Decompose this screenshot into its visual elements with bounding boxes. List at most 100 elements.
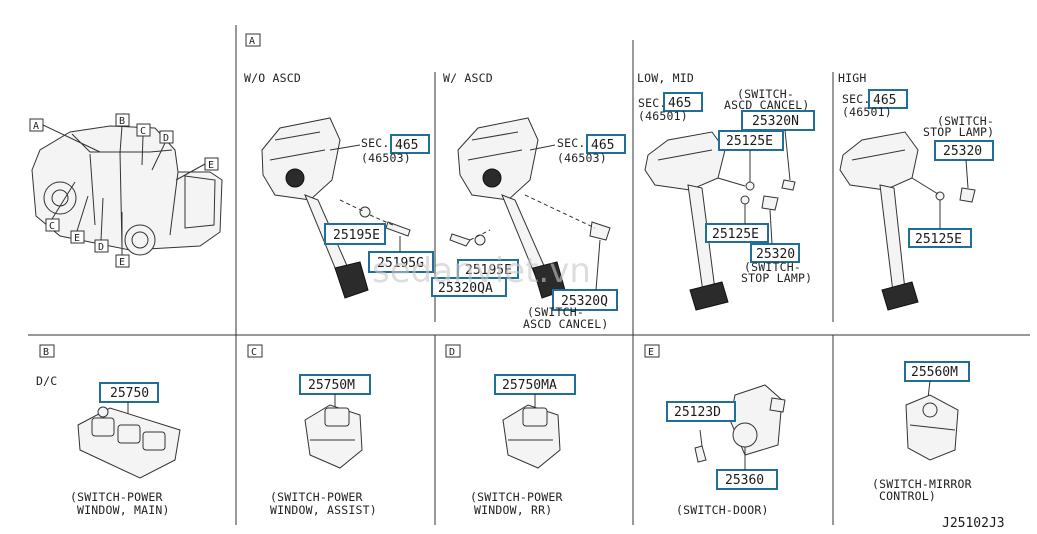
part-25320q-w: 25320Q <box>552 239 618 311</box>
part-25195e-w: 25195E <box>457 259 519 279</box>
svg-text:(46503): (46503) <box>557 151 607 165</box>
svg-text:C: C <box>49 221 55 232</box>
svg-text:ASCD CANCEL): ASCD CANCEL) <box>523 317 608 331</box>
svg-text:465: 465 <box>395 138 418 153</box>
svg-text:E: E <box>119 257 125 268</box>
part-25320qa-w: 25320QA <box>431 277 507 297</box>
watermark-text: sedanviet.vn <box>372 251 591 291</box>
svg-text:SEC.: SEC. <box>361 136 390 150</box>
part-25360-box: 25360 <box>716 447 778 490</box>
svg-text:CONTROL): CONTROL) <box>879 489 936 503</box>
svg-text:25125E: 25125E <box>726 134 773 149</box>
svg-text:E: E <box>74 233 80 244</box>
svg-text:WINDOW, MAIN): WINDOW, MAIN) <box>77 503 170 517</box>
svg-text:E: E <box>648 347 654 358</box>
part-25123d-box: 25123D <box>666 401 736 422</box>
svg-text:25560M: 25560M <box>911 365 958 380</box>
svg-text:25195E: 25195E <box>465 263 512 278</box>
section-label-a: A <box>245 33 261 47</box>
part-25750-box: 25750 <box>99 382 159 418</box>
power-window-rr-switch <box>502 404 561 469</box>
svg-text:25125E: 25125E <box>712 227 759 242</box>
svg-text:STOP LAMP): STOP LAMP) <box>923 125 994 139</box>
svg-text:(SWITCH-POWER: (SWITCH-POWER <box>470 490 563 504</box>
svg-text:25750M: 25750M <box>308 378 355 393</box>
svg-text:SEC.: SEC. <box>638 96 667 110</box>
svg-text:(46503): (46503) <box>361 151 411 165</box>
mirror-control-switch <box>905 394 959 461</box>
header-low-mid: LOW, MID <box>637 71 694 85</box>
svg-text:25125E: 25125E <box>915 232 962 247</box>
caption-mirror: (SWITCH-MIRROR CONTROL) <box>872 477 972 503</box>
svg-text:SEC.: SEC. <box>557 136 586 150</box>
svg-text:465: 465 <box>873 93 896 108</box>
sec-ref-high: SEC. 465 (46501) <box>842 89 908 119</box>
sec-ref-wo: SEC. 465 (46503) <box>361 134 430 165</box>
svg-text:(SWITCH-: (SWITCH- <box>937 114 994 128</box>
header-high: HIGH <box>838 71 867 85</box>
frame-lines <box>28 25 1030 525</box>
svg-text:25360: 25360 <box>725 473 764 488</box>
svg-text:465: 465 <box>668 96 691 111</box>
svg-text:C: C <box>140 126 146 137</box>
section-label-e: E <box>644 344 660 358</box>
caption-c: (SWITCH-POWER WINDOW, ASSIST) <box>270 490 377 517</box>
pedal-assembly-low-mid <box>644 131 796 311</box>
svg-text:(SWITCH-POWER: (SWITCH-POWER <box>70 490 163 504</box>
section-label-c: C <box>247 344 263 358</box>
svg-text:25195G: 25195G <box>377 256 424 271</box>
svg-text:25123D: 25123D <box>674 405 721 420</box>
vehicle-callouts: A B C D E C E D E <box>29 113 219 268</box>
svg-text:A: A <box>33 121 39 132</box>
sec-ref-low: SEC. 465 (46501) <box>638 92 703 123</box>
svg-text:(SWITCH-: (SWITCH- <box>737 87 794 101</box>
svg-text:ASCD CANCEL): ASCD CANCEL) <box>724 98 809 112</box>
svg-text:B: B <box>119 116 125 127</box>
note-ascd-cancel-w: (SWITCH- ASCD CANCEL) <box>523 305 608 331</box>
section-label-b: B <box>39 344 55 358</box>
part-25125e-low-top: 25125E <box>718 130 784 182</box>
svg-text:(SWITCH-DOOR): (SWITCH-DOOR) <box>676 503 769 517</box>
svg-text:(SWITCH-MIRROR: (SWITCH-MIRROR <box>872 477 972 491</box>
svg-text:B: B <box>43 347 49 358</box>
note-ascd-cancel-low: (SWITCH- ASCD CANCEL) <box>724 87 809 112</box>
caption-e: (SWITCH-DOOR) <box>676 503 769 517</box>
vehicle-drawing <box>31 125 223 256</box>
svg-text:A: A <box>249 36 255 47</box>
note-stop-lamp-low: (SWITCH- STOP LAMP) <box>741 260 812 285</box>
power-window-assist-switch <box>304 404 363 469</box>
svg-text:(SWITCH-: (SWITCH- <box>527 305 584 319</box>
svg-text:C: C <box>251 347 257 358</box>
pedal-assembly-w-ascd <box>449 117 611 299</box>
svg-text:E: E <box>208 160 214 171</box>
part-25750ma-box: 25750MA <box>494 374 576 410</box>
svg-text:25320Q: 25320Q <box>561 294 608 309</box>
svg-text:25320QA: 25320QA <box>438 281 493 296</box>
part-25125e-low-bot: 25125E <box>705 204 769 243</box>
svg-text:465: 465 <box>591 138 614 153</box>
caption-d: (SWITCH-POWER WINDOW, RR) <box>470 490 563 517</box>
caption-b: (SWITCH-POWER WINDOW, MAIN) <box>70 490 170 517</box>
part-25195g-wo: 25195G <box>368 236 434 273</box>
part-25320-high: 25320 <box>934 140 994 189</box>
svg-text:SEC.: SEC. <box>842 92 871 106</box>
sec-ref-w: SEC. 465 (46503) <box>557 134 626 165</box>
note-stop-lamp-high: (SWITCH- STOP LAMP) <box>923 114 994 139</box>
svg-text:D: D <box>98 242 104 253</box>
svg-text:(SWITCH-: (SWITCH- <box>744 260 801 274</box>
header-wo-ascd: W/O ASCD <box>244 71 301 85</box>
svg-text:WINDOW, ASSIST): WINDOW, ASSIST) <box>270 503 377 517</box>
svg-text:25195E: 25195E <box>333 228 380 243</box>
section-label-d: D <box>445 344 461 358</box>
svg-text:STOP LAMP): STOP LAMP) <box>741 271 812 285</box>
svg-text:25320: 25320 <box>943 144 982 159</box>
svg-text:25750MA: 25750MA <box>502 378 557 393</box>
svg-text:25320N: 25320N <box>752 114 799 129</box>
svg-text:25750: 25750 <box>110 386 149 401</box>
svg-text:25320: 25320 <box>756 247 795 262</box>
part-25750m-box: 25750M <box>299 374 371 410</box>
svg-text:D: D <box>163 133 169 144</box>
diagram-code: J25102J3 <box>942 516 1005 531</box>
svg-text:WINDOW, RR): WINDOW, RR) <box>474 503 552 517</box>
